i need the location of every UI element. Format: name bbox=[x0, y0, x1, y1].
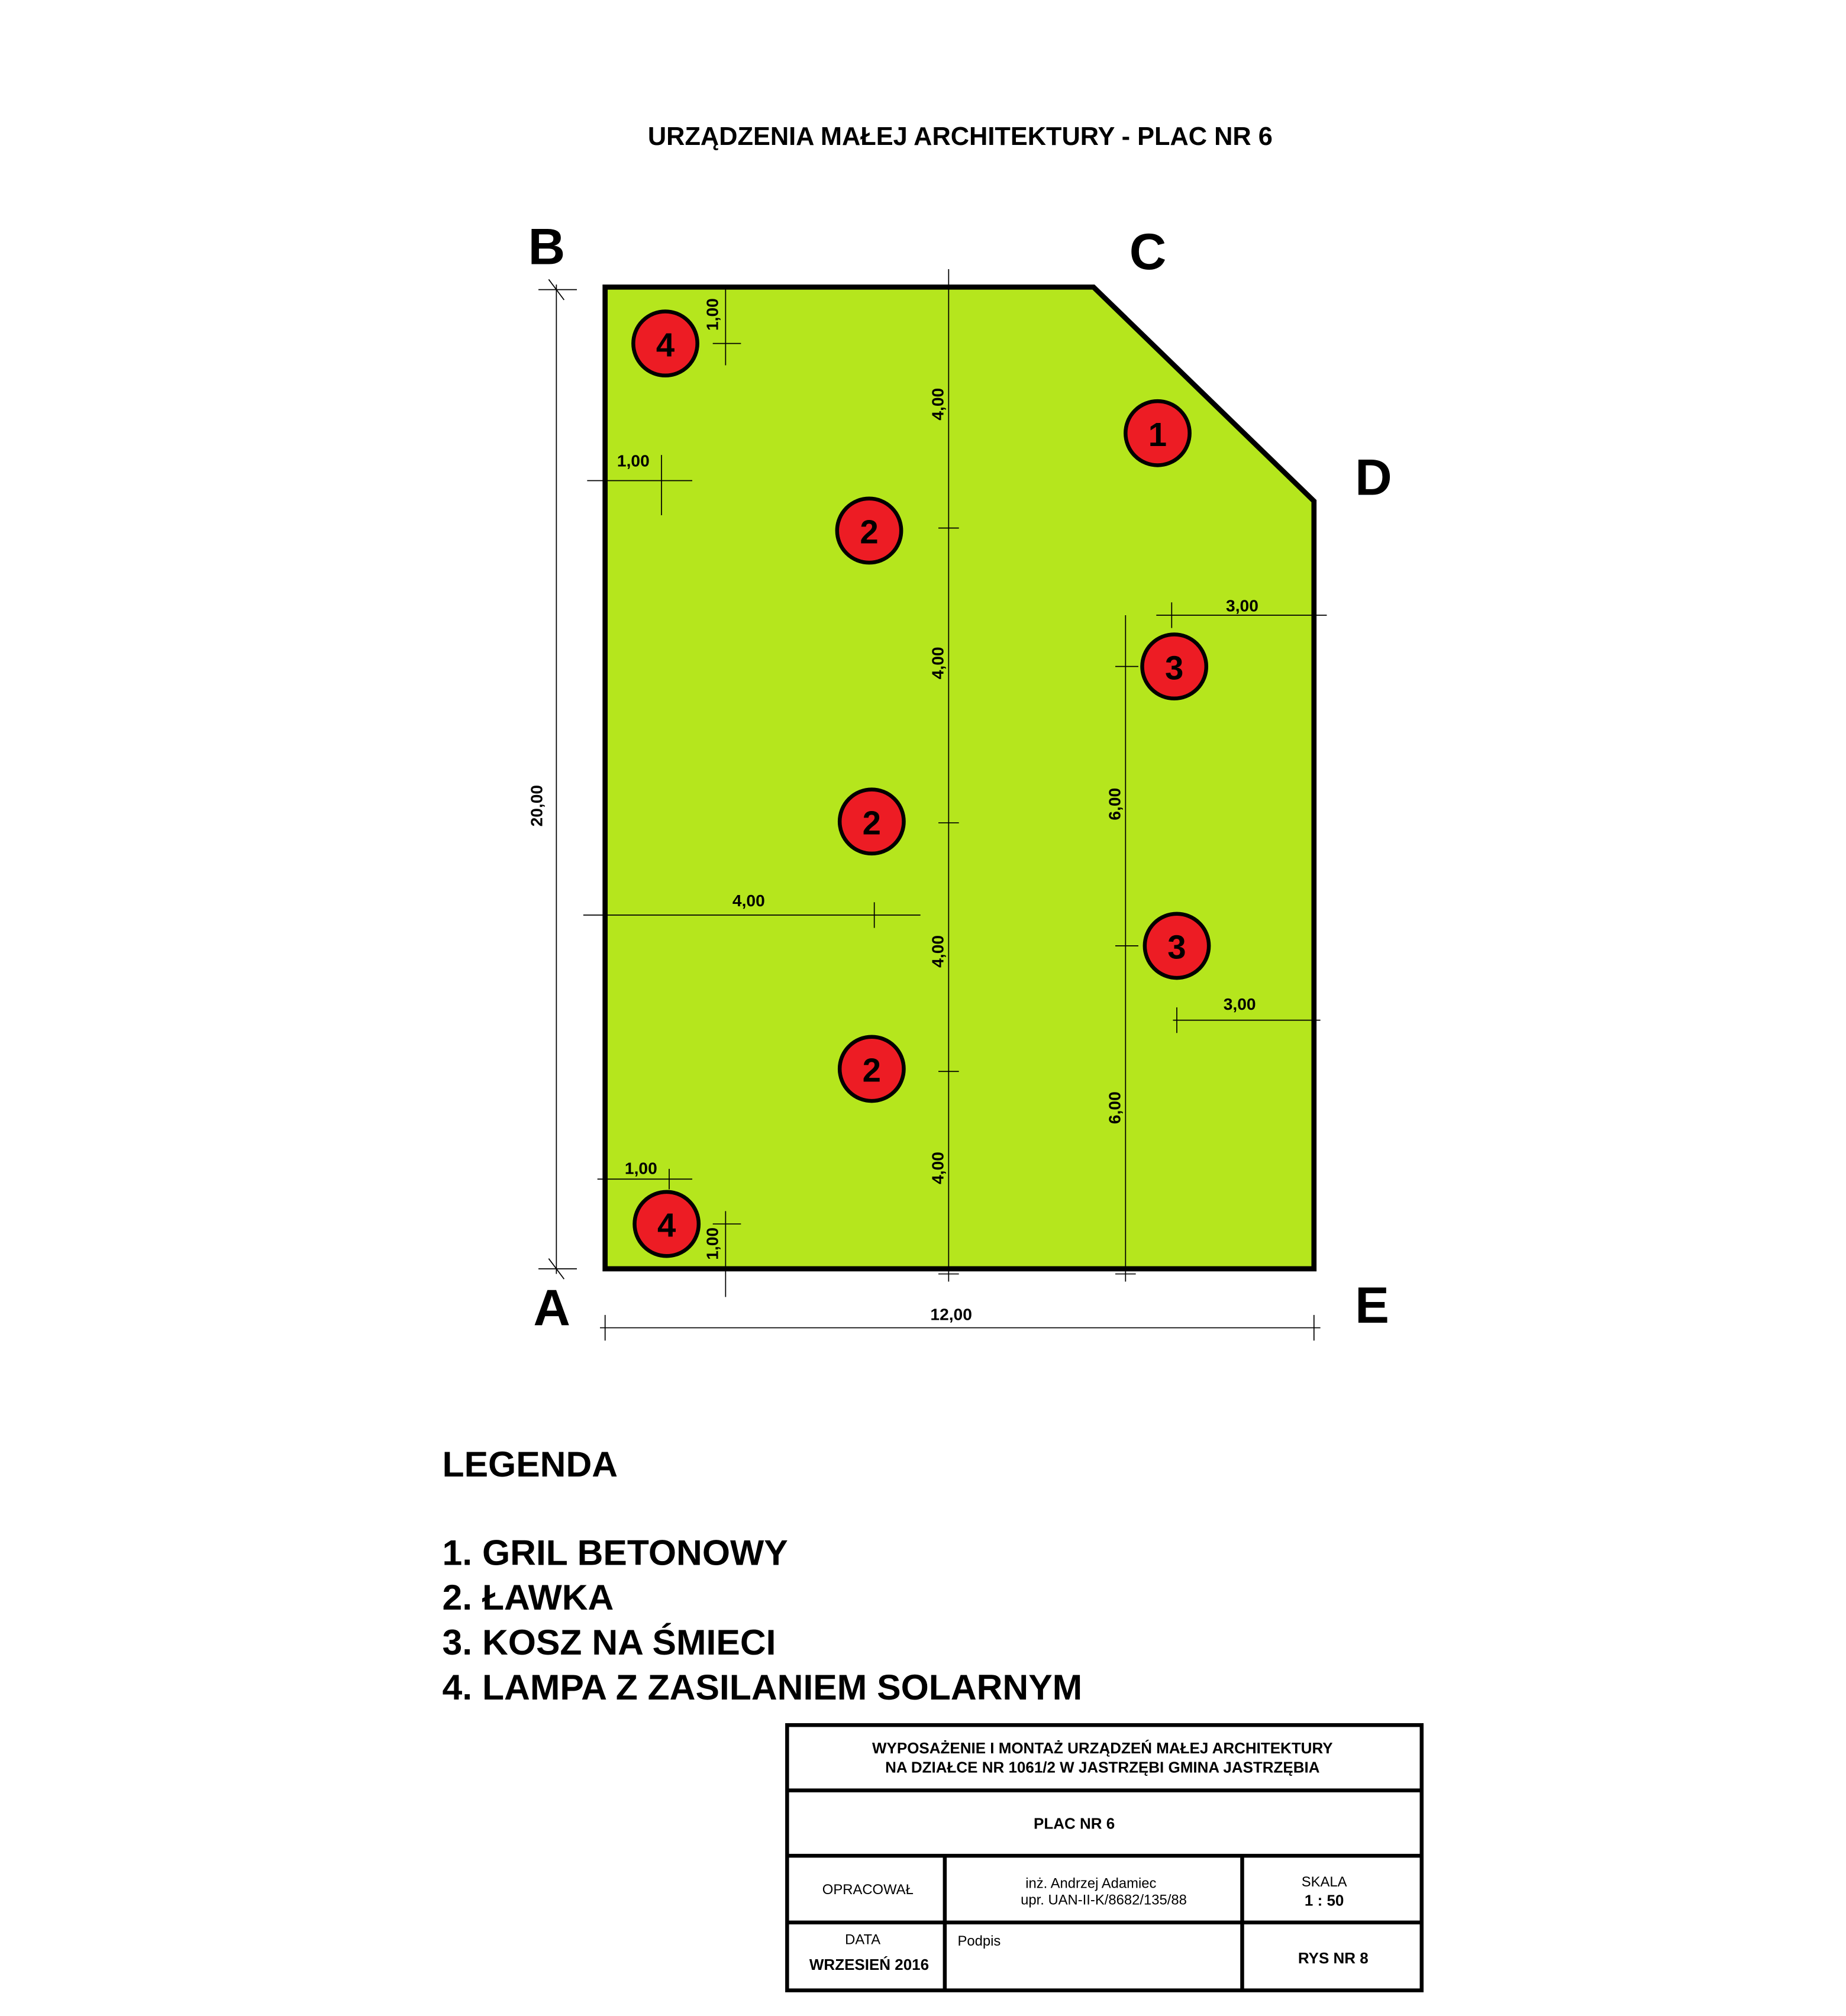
corner-label-a: A bbox=[533, 1280, 570, 1336]
corner-label-b: B bbox=[528, 218, 566, 275]
dim-lamp-top-h: 1,00 bbox=[617, 452, 650, 470]
svg-text:4: 4 bbox=[656, 326, 675, 363]
dim-lamp-top-v: 1,00 bbox=[703, 298, 721, 331]
legend-item: 2. ŁAWKA bbox=[443, 1577, 614, 1617]
scale-value: 1 : 50 bbox=[1305, 1892, 1344, 1910]
corner-label-d: D bbox=[1355, 449, 1392, 506]
dim-offset-top-right: 3,00 bbox=[1226, 596, 1258, 615]
legend-item: 4. LAMPA Z ZASILANIEM SOLARNYM bbox=[443, 1667, 1083, 1707]
dim-total-width: 12,00 bbox=[930, 1306, 972, 1324]
dim-total-height: 20,00 bbox=[528, 785, 546, 826]
svg-text:2: 2 bbox=[863, 804, 881, 841]
svg-text:3: 3 bbox=[1165, 649, 1183, 686]
marker-bin: 3 bbox=[1143, 912, 1211, 980]
title-block bbox=[785, 1723, 1424, 1992]
author-license: upr. UAN-II-K/8682/135/88 bbox=[1021, 1892, 1187, 1908]
corner-label-c: C bbox=[1129, 224, 1167, 280]
legend-item: 1. GRIL BETONOWY bbox=[443, 1532, 788, 1572]
dim-offset-bottom-right: 3,00 bbox=[1224, 995, 1256, 1013]
dim-right-1: 6,00 bbox=[1106, 788, 1124, 820]
dim-center-2: 4,00 bbox=[929, 647, 947, 679]
sheet-title: PLAC NR 6 bbox=[1034, 1815, 1115, 1833]
svg-text:2: 2 bbox=[863, 1052, 881, 1089]
project-title-line1: WYPOSAŻENIE I MONTAŻ URZĄDZEŃ MAŁEJ ARCH… bbox=[872, 1739, 1333, 1757]
dim-right-2: 6,00 bbox=[1106, 1091, 1124, 1124]
date-value: WRZESIEŃ 2016 bbox=[809, 1956, 929, 1973]
date-label: DATA bbox=[845, 1932, 880, 1948]
dim-center-4: 4,00 bbox=[929, 1152, 947, 1184]
marker-lamp: 4 bbox=[632, 1190, 701, 1258]
author-name: inż. Andrzej Adamiec bbox=[1025, 1875, 1156, 1891]
marker-lamp: 4 bbox=[631, 309, 699, 378]
marker-bench: 2 bbox=[837, 1035, 906, 1103]
dimension-lines bbox=[538, 269, 1327, 1341]
scale-label: SKALA bbox=[1302, 1874, 1347, 1890]
dim-lamp-bottom-v: 1,00 bbox=[703, 1227, 721, 1260]
project-title-line2: NA DZIAŁCE NR 1061/2 W JASTRZĘBI GMINA J… bbox=[885, 1758, 1320, 1776]
corner-label-e: E bbox=[1355, 1277, 1389, 1334]
dim-offset-left-bench: 4,00 bbox=[732, 891, 765, 910]
prepared-label: OPRACOWAŁ bbox=[822, 1882, 914, 1898]
dim-lamp-bottom-h: 1,00 bbox=[625, 1159, 657, 1178]
legend-heading: LEGENDA bbox=[443, 1444, 618, 1484]
marker-grill: 1 bbox=[1124, 399, 1192, 467]
dim-center-3: 4,00 bbox=[929, 935, 947, 968]
drawing-title: URZĄDZENIA MAŁEJ ARCHITEKTURY - PLAC NR … bbox=[648, 122, 1273, 151]
plot-area bbox=[602, 284, 1317, 1272]
legend-item: 3. KOSZ NA ŚMIECI bbox=[443, 1622, 776, 1662]
marker-bin: 3 bbox=[1140, 632, 1209, 701]
svg-text:3: 3 bbox=[1167, 929, 1186, 966]
signature-label: Podpis bbox=[957, 1933, 1001, 1949]
marker-bench: 2 bbox=[837, 787, 906, 856]
drawing-number: RYS NR 8 bbox=[1298, 1949, 1369, 1967]
svg-text:1: 1 bbox=[1148, 416, 1167, 453]
svg-text:4: 4 bbox=[657, 1207, 676, 1244]
svg-text:2: 2 bbox=[860, 513, 878, 551]
marker-bench: 2 bbox=[835, 496, 903, 565]
dim-center-1: 4,00 bbox=[929, 388, 947, 421]
